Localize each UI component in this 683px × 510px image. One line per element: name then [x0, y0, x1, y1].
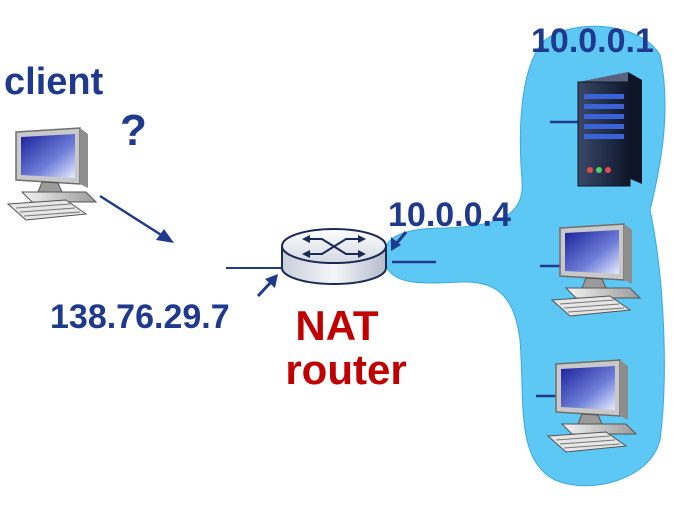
- server-icon: [577, 72, 642, 187]
- client-arrow-head: [156, 229, 174, 243]
- client-computer-icon: [7, 127, 97, 221]
- router-name-line1: NAT: [295, 302, 379, 349]
- question-mark: ?: [120, 106, 147, 155]
- server-ip-label: 10.0.0.1: [531, 22, 654, 60]
- client-arrow: [99, 194, 167, 240]
- client-label: client: [4, 61, 104, 103]
- inside-ip-arrow-head: [391, 237, 401, 251]
- router-inside-ip-label: 10.0.0.4: [388, 196, 511, 234]
- outside-ip-arrow-head: [265, 274, 278, 288]
- router-name-line2: router: [285, 346, 406, 393]
- inside-ip-arrow: [394, 231, 408, 245]
- router-outside-ip-label: 138.76.29.7: [50, 298, 230, 336]
- outside-ip-arrow: [256, 279, 274, 298]
- router-icon: [281, 228, 387, 285]
